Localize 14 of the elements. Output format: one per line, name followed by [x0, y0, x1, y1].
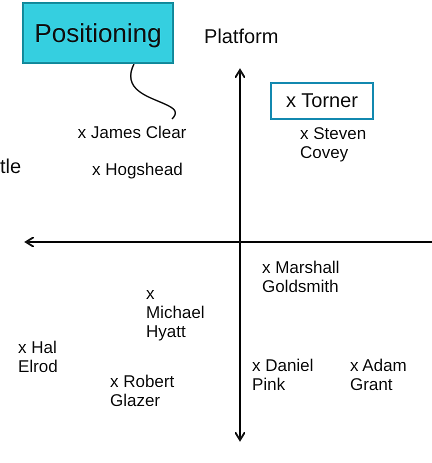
name-label: x Marshall Goldsmith [262, 258, 340, 296]
axis-label: tle [0, 158, 22, 177]
heading-box: Positioning [22, 2, 174, 64]
name-label: x Steven Covey [300, 124, 368, 162]
name-label: x Hogshead [92, 160, 184, 179]
name-label: x Hal Elrod [18, 338, 59, 376]
name-label: x Michael Hyatt [146, 284, 206, 341]
name-label: x Robert Glazer [110, 372, 176, 410]
axis-label: Platform [204, 28, 280, 47]
loop-line [130, 64, 176, 120]
highlight-box: x Torner [270, 82, 374, 120]
name-label: x Daniel Pink [252, 356, 314, 394]
name-label: x Adam Grant [350, 356, 408, 394]
name-label: x James Clear [62, 120, 202, 146]
